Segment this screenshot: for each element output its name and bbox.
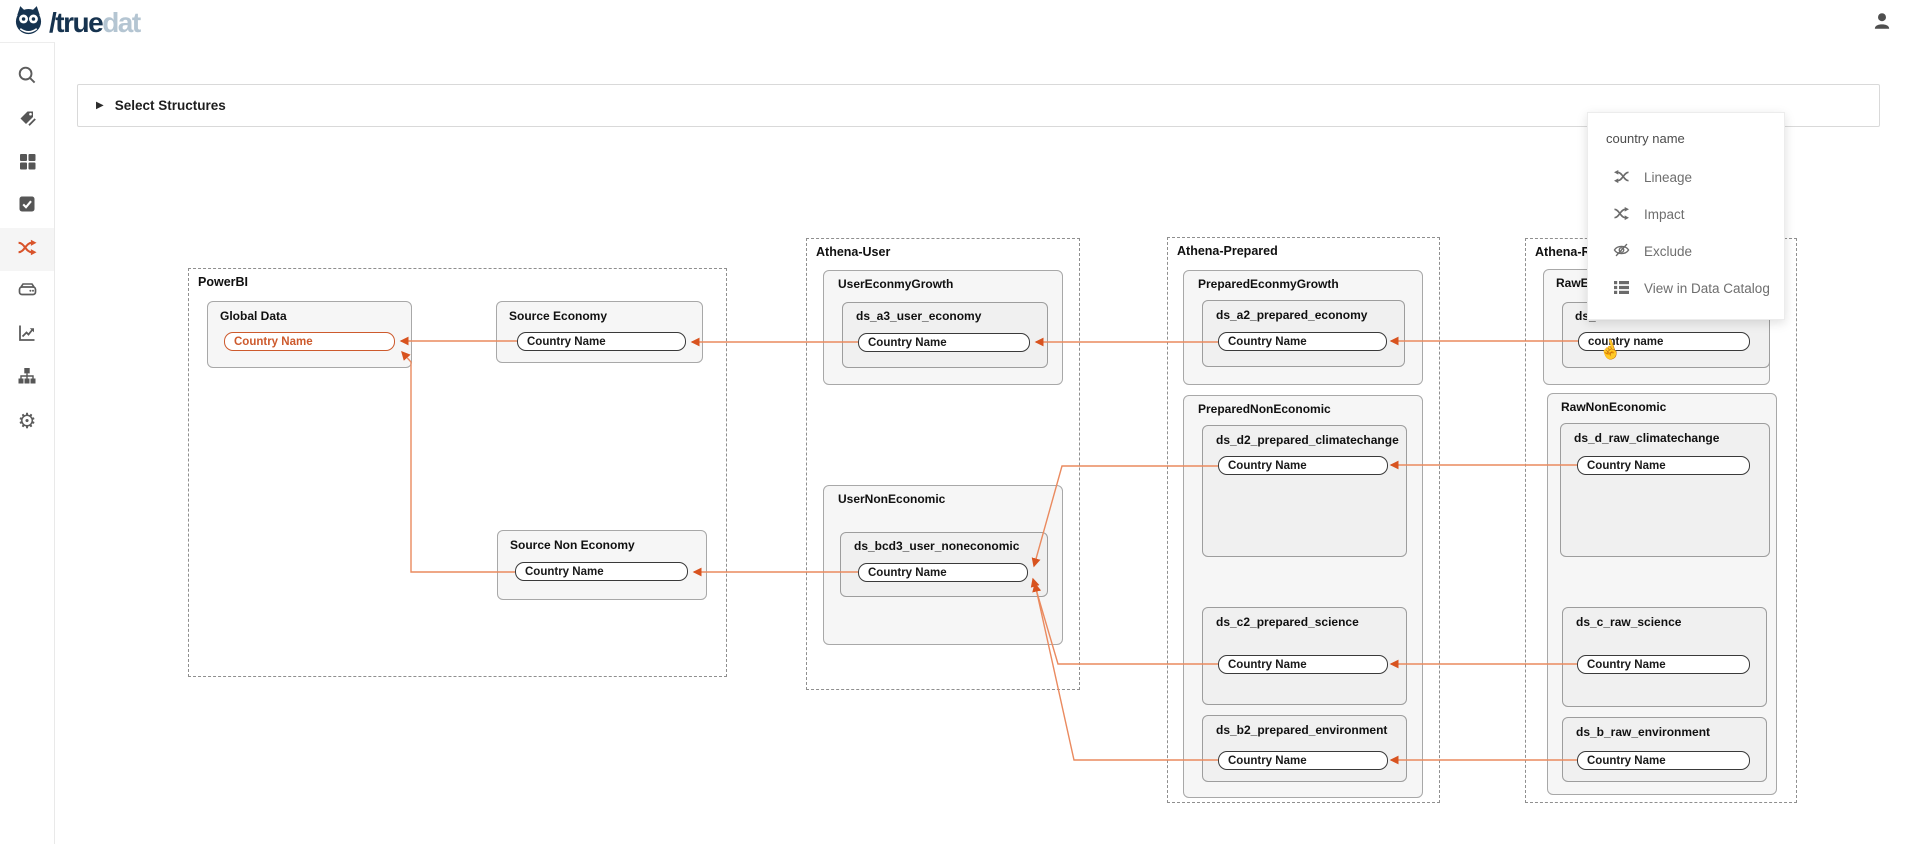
node-preparednoneconomic-label: PreparedNonEconomic xyxy=(1198,402,1331,416)
node-rawnoneconomic-label: RawNonEconomic xyxy=(1561,400,1667,414)
search-icon xyxy=(17,65,37,90)
sidebar-item-search[interactable] xyxy=(0,56,54,99)
dataset-ds-b2-prepared-environment-label: ds_b2_prepared_environment xyxy=(1216,723,1388,737)
field-ds-b-country-name[interactable]: Country Name xyxy=(1577,751,1750,770)
field-ds-a2-country-name[interactable]: Country Name xyxy=(1218,332,1387,351)
field-ds-d2-country-name[interactable]: Country Name xyxy=(1218,456,1388,475)
dataset-ds-d2-prepared-climatechange[interactable] xyxy=(1202,425,1407,557)
context-menu-title: country name xyxy=(1606,131,1685,146)
dataset-ds-c2-prepared-science-label: ds_c2_prepared_science xyxy=(1216,615,1359,629)
dataset-ds-bcd3-user-noneconomic-label: ds_bcd3_user_noneconomic xyxy=(854,539,1020,553)
owl-logo-icon xyxy=(12,4,45,42)
menu-item-exclude-label: Exclude xyxy=(1644,244,1693,259)
node-global-data-label: Global Data xyxy=(220,309,287,323)
menu-item-lineage-label: Lineage xyxy=(1644,170,1693,185)
dataset-ds-d2-prepared-climatechange-label: ds_d2_prepared_climatechange xyxy=(1216,433,1399,447)
context-menu: country name Lineage Impact Exclude xyxy=(1587,112,1785,320)
dataset-ds-c-raw-science-label: ds_c_raw_science xyxy=(1576,615,1682,629)
tags-icon xyxy=(17,108,37,133)
group-athena-prepared-label: Athena-Prepared xyxy=(1177,244,1278,258)
truedat-logo[interactable]: /truedat xyxy=(12,4,141,42)
node-source-economy-label: Source Economy xyxy=(509,309,608,323)
tasks-check-icon xyxy=(18,195,36,218)
data-catalog-icon xyxy=(1613,280,1630,298)
sidebar-item-hierarchy[interactable] xyxy=(0,357,54,400)
dataset-ds-d-raw-climatechange[interactable] xyxy=(1560,423,1770,557)
dataset-ds-b2-prepared-environment[interactable] xyxy=(1202,715,1407,782)
node-preparedeconmygrowth-label: PreparedEconmyGrowth xyxy=(1198,277,1339,291)
group-powerbi-label: PowerBI xyxy=(198,275,249,289)
node-raweconomic-label: RawEc xyxy=(1556,276,1596,290)
field-ds-bcd3-country-name[interactable]: Country Name xyxy=(858,563,1028,582)
lineage-shuffle-icon xyxy=(17,238,38,262)
sidebar-item-storage[interactable] xyxy=(0,271,54,314)
node-source-non-economy-label: Source Non Economy xyxy=(510,538,635,552)
hierarchy-icon xyxy=(17,366,37,391)
top-bar: /truedat xyxy=(0,0,1906,42)
group-athena-user-label: Athena-User xyxy=(816,245,891,259)
node-usernoneconomic-label: UserNonEconomic xyxy=(838,492,946,506)
context-menu-list: Lineage Impact Exclude View in Data Cata… xyxy=(1588,159,1784,307)
node-usereconmygrowth-label: UserEconmyGrowth xyxy=(838,277,954,291)
select-structures-panel[interactable]: ▶ Select Structures xyxy=(77,84,1880,127)
brand-text: /truedat xyxy=(49,6,141,40)
dataset-ds-a3-user-economy-label: ds_a3_user_economy xyxy=(856,309,982,323)
field-ds-a3-country-name[interactable]: Country Name xyxy=(858,333,1030,352)
field-global-data-country-name[interactable]: Country Name xyxy=(224,332,395,351)
sidebar-item-settings[interactable]: ⚙ xyxy=(0,400,54,443)
menu-item-view-in-data-catalog[interactable]: View in Data Catalog xyxy=(1588,270,1784,307)
sidebar-item-lineage[interactable] xyxy=(0,228,54,271)
brand-text-dark: /true xyxy=(49,7,104,38)
group-athena-raw-label: Athena-Ra xyxy=(1535,245,1598,259)
menu-item-view-in-data-catalog-label: View in Data Catalog xyxy=(1644,281,1770,296)
exclude-eye-off-icon xyxy=(1613,242,1630,261)
sidebar-item-modules[interactable] xyxy=(0,142,54,185)
select-structures-label: Select Structures xyxy=(114,98,226,113)
sidebar-item-tags[interactable] xyxy=(0,99,54,142)
dataset-ds-b-raw-environment[interactable] xyxy=(1562,717,1767,782)
charts-icon xyxy=(17,323,37,348)
lineage-icon xyxy=(1613,169,1630,187)
menu-item-lineage[interactable]: Lineage xyxy=(1588,159,1784,196)
storage-drive-icon xyxy=(17,280,38,305)
caret-right-icon[interactable]: ▶ xyxy=(96,100,104,111)
settings-gear-icon: ⚙ xyxy=(17,410,37,433)
field-source-economy-country-name[interactable]: Country Name xyxy=(517,332,686,351)
dataset-ds-d-raw-climatechange-label: ds_d_raw_climatechange xyxy=(1574,431,1720,445)
sidebar-item-tasks[interactable] xyxy=(0,185,54,228)
modules-grid-icon xyxy=(18,152,37,176)
dataset-ds-b-raw-environment-label: ds_b_raw_environment xyxy=(1576,725,1711,739)
dataset-ds-a2-prepared-economy-label: ds_a2_prepared_economy xyxy=(1216,308,1368,322)
menu-item-impact[interactable]: Impact xyxy=(1588,196,1784,233)
group-athena-user xyxy=(806,238,1080,690)
menu-item-exclude[interactable]: Exclude xyxy=(1588,233,1784,270)
brand-text-light: dat xyxy=(102,7,141,38)
impact-icon xyxy=(1613,206,1630,224)
sidebar-item-charts[interactable] xyxy=(0,314,54,357)
user-icon[interactable] xyxy=(1872,11,1892,31)
field-source-non-economy-country-name[interactable]: Country Name xyxy=(515,562,688,581)
field-ds-d-country-name[interactable]: Country Name xyxy=(1577,456,1750,475)
field-ds-b2-country-name[interactable]: Country Name xyxy=(1218,751,1388,770)
field-ds-c-country-name[interactable]: Country Name xyxy=(1577,655,1750,674)
group-powerbi xyxy=(188,268,727,677)
field-ds-c2-country-name[interactable]: Country Name xyxy=(1218,655,1388,674)
menu-item-impact-label: Impact xyxy=(1644,207,1685,222)
sidebar-nav: ⚙ xyxy=(0,42,55,844)
field-ds-raw-country-name[interactable]: country name xyxy=(1578,332,1750,351)
